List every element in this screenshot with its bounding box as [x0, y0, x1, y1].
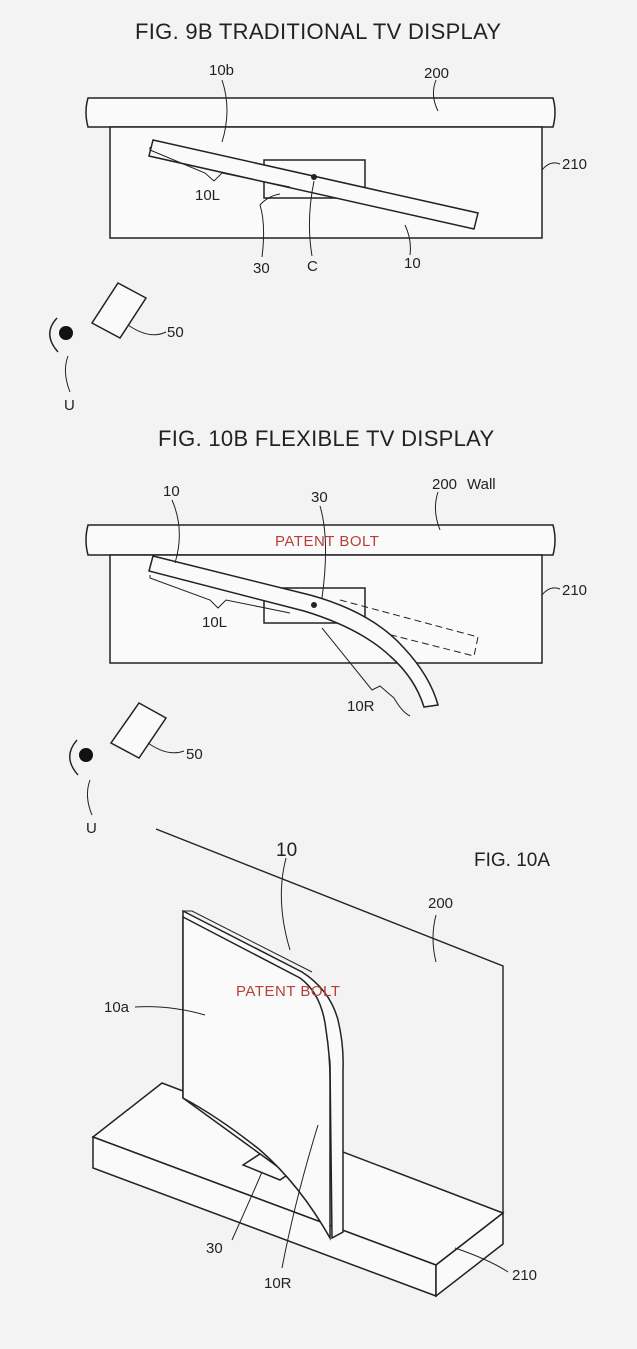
fig10b-label-30: 30 [311, 489, 328, 506]
fig10b-watermark: PATENT BOLT [275, 533, 379, 550]
fig9b-brace-10L [149, 147, 291, 188]
fig10b-label-50: 50 [186, 746, 203, 763]
fig10a-leader-30 [231, 1171, 263, 1241]
fig9b-leader-30 [259, 193, 281, 258]
fig10b-label-wall: Wall [467, 476, 496, 493]
fig9b-label-200: 200 [424, 65, 449, 82]
fig10b-leader-U [86, 779, 93, 816]
fig10a-label-210: 210 [512, 1267, 537, 1284]
fig10b-center-point [311, 602, 317, 608]
fig9b-user-eye [59, 326, 73, 340]
fig10b-user-eye [79, 748, 93, 762]
fig10a-stand-side [435, 1211, 504, 1298]
fig9b-label-50: 50 [167, 324, 184, 341]
fig10a-label-200: 200 [428, 895, 453, 912]
fig10a-label-30: 30 [206, 1240, 223, 1257]
fig9b-center-point [311, 174, 317, 180]
fig9b-label-10L: 10L [195, 187, 220, 204]
fig9b-leader-U [64, 355, 71, 393]
fig10a-leader-200 [432, 914, 437, 963]
fig10a-label-10R: 10R [264, 1275, 292, 1292]
fig10b-label-10L: 10L [202, 614, 227, 631]
fig10a-leader-10R [281, 1124, 319, 1269]
fig9b-user-head [49, 317, 59, 353]
fig10b-camera [109, 702, 168, 759]
fig10b-original-position [339, 599, 479, 657]
fig10b-leader-10 [171, 499, 180, 564]
fig9b-label-30: 30 [253, 260, 270, 277]
fig9b-leader-210 [541, 162, 561, 171]
fig9b-label-C: C [307, 258, 318, 275]
fig9b-camera [90, 282, 148, 339]
fig9b-leader-50 [127, 324, 167, 336]
fig9b-leader-10 [404, 224, 411, 256]
fig10b-leader-200 [434, 491, 441, 531]
fig10a-title: FIG. 10A [474, 850, 550, 871]
fig10a-leader-210 [454, 1247, 509, 1273]
fig10a-display-front [182, 915, 331, 1241]
fig9b-label-10: 10 [404, 255, 421, 272]
figure-10b: FIG. 10B FLEXIBLE TV DISPLAY PATENT BOLT… [69, 426, 587, 837]
fig10a-label-10a: 10a [104, 999, 130, 1016]
fig10b-leader-210 [541, 587, 561, 596]
fig9b-label-10b: 10b [209, 62, 234, 79]
fig9b-leader-10b [221, 79, 228, 143]
fig9b-label-210: 210 [562, 156, 587, 173]
fig9b-leader-C [308, 180, 315, 257]
fig10b-leader-30 [319, 505, 327, 599]
fig10b-user-head [69, 739, 79, 776]
fig10b-title: FIG. 10B FLEXIBLE TV DISPLAY [158, 426, 495, 451]
figure-10a: FIG. 10A PATENT BOLT 10 200 10a 30 10R 2… [91, 828, 550, 1298]
fig10b-label-200: 200 [432, 476, 457, 493]
fig9b-leader-200 [432, 79, 439, 112]
fig10b-brace-10L [149, 575, 291, 614]
fig10b-label-10R: 10R [347, 698, 375, 715]
fig10a-wall [155, 828, 504, 1213]
fig9b-title: FIG. 9B TRADITIONAL TV DISPLAY [135, 19, 501, 44]
fig10b-label-10: 10 [163, 483, 180, 500]
fig10b-brace-10R [321, 627, 411, 717]
fig9b-wall [85, 97, 556, 128]
fig9b-label-U: U [64, 397, 75, 414]
figure-9b: FIG. 9B TRADITIONAL TV DISPLAY 10b 200 2… [49, 19, 587, 414]
fig10b-display-panel [148, 555, 439, 708]
fig10a-display-top-edge [183, 910, 313, 973]
fig10a-label-10: 10 [276, 840, 297, 861]
fig10b-label-210: 210 [562, 582, 587, 599]
fig10b-wall [85, 524, 556, 556]
fig10a-leader-10 [280, 857, 291, 951]
fig10b-label-U: U [86, 820, 97, 837]
fig10b-leader-50 [147, 742, 185, 754]
fig10a-leader-10a [134, 1006, 206, 1016]
fig10a-watermark: PATENT BOLT [236, 983, 340, 1000]
